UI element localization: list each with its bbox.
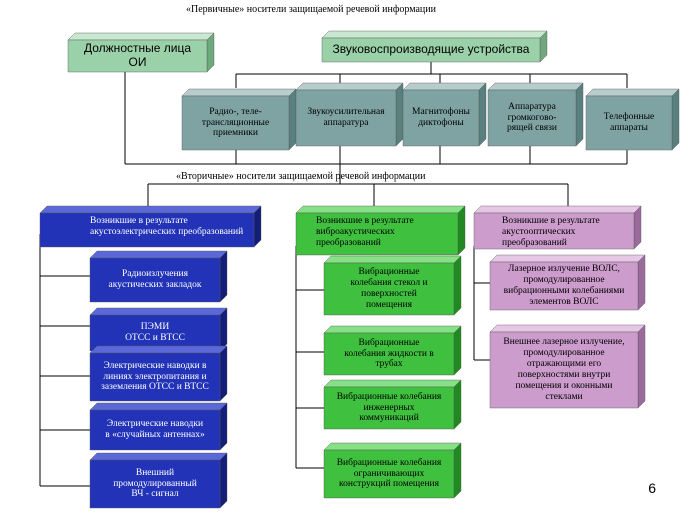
blue-item-random-antennas: Электрические наводки в «случайных антен… <box>105 419 205 440</box>
acousto-optic-header: Возникшие в результате акустооптических … <box>502 216 600 248</box>
primary-carriers-title: «Первичные» носители защищаемой речевой … <box>186 4 436 15</box>
blue-item-radio-emissions: Радиоизлучения акустических закладок <box>108 269 202 290</box>
acousto-electric-header: Возникшие в результате акустоэлектрическ… <box>90 216 244 237</box>
device-loudspeaker: Аппаратура громкогово- рящей связи <box>507 101 557 134</box>
green-item-structures: Вибрационные колебания ограничивающих ко… <box>336 457 442 490</box>
violet-item-external-laser: Внешнее лазерное излучение, промодулиров… <box>503 337 625 402</box>
green-item-glass: Вибрационные колебания стекол и поверхно… <box>350 267 428 310</box>
vibro-acoustic-header: Возникшие в результате виброакустических… <box>316 216 414 248</box>
green-item-liquid: Вибрационные колебания жидкости в трубах <box>344 337 434 370</box>
device-radio-tv: Радио-, теле- трансляционные приемники <box>201 106 270 139</box>
blue-item-hf-signal: Внешний промодулированный ВЧ - сигнал <box>113 467 197 500</box>
violet-item-fiber-laser: Лазерное излучение ВОЛС, промодулированн… <box>503 264 625 307</box>
device-recorders: Магнитофоны диктофоны <box>412 107 470 128</box>
page-number: 6 <box>648 480 656 496</box>
green-item-utilities: Вибрационные колебания инженерных коммун… <box>336 391 442 424</box>
blue-item-power-lines: Электрические наводки в линиях электропи… <box>101 360 209 393</box>
officials-box: Должностные лица ОИ <box>83 41 191 69</box>
sound-devices-box: Звуковоспроизводящие устройства <box>332 42 530 57</box>
device-phones: Телефонные аппараты <box>603 112 655 133</box>
blue-item-pemi: ПЭМИ ОТСС и ВТСС <box>125 322 185 343</box>
secondary-carriers-title: «Вторичные» носители защищаемой речевой … <box>176 171 426 182</box>
device-amplifiers: Звукоусилительная аппаратура <box>307 107 385 128</box>
